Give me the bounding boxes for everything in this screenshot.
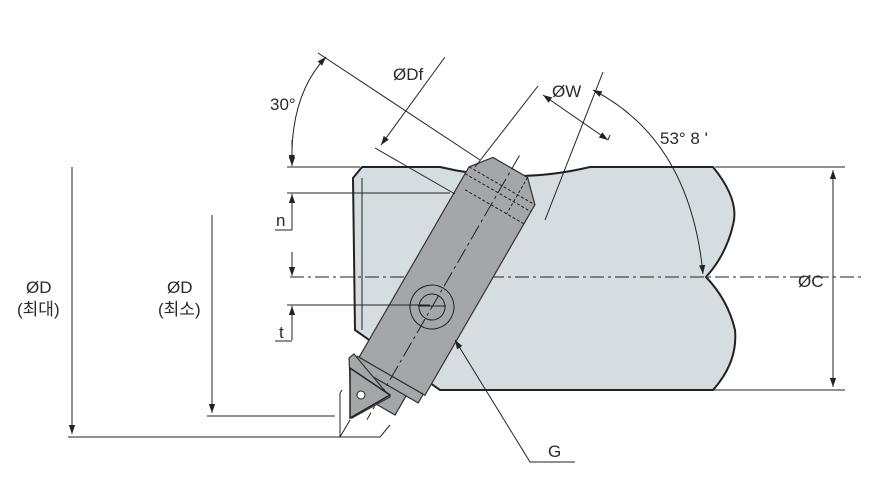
dimension-df [380, 56, 446, 146]
label-c: ØC [798, 272, 824, 291]
label-t: t [279, 323, 284, 342]
insert-hole [356, 390, 366, 400]
label-d-min: ØD [167, 278, 193, 297]
screw-hole-outer [409, 284, 455, 330]
label-w: ØW [552, 82, 581, 101]
screw-hole-inner [418, 293, 446, 321]
angle-30-arc [288, 56, 327, 165]
label-d-max-note: (최대) [17, 300, 60, 319]
boring-bar [351, 155, 536, 420]
label-n: n [276, 211, 285, 230]
label-d-max: ØD [26, 278, 52, 297]
dimension-w [542, 94, 609, 141]
label-angle-53: 53° 8 ' [660, 129, 708, 148]
label-g: G [548, 442, 561, 461]
angle-53-arc [592, 89, 706, 275]
triangular-insert [349, 366, 392, 420]
label-angle-30: 30° [270, 95, 296, 114]
label-d-min-note: (최소) [158, 300, 201, 319]
g-leader [454, 339, 575, 463]
tool-axis [366, 155, 520, 420]
label-df: ØDf [393, 65, 424, 84]
